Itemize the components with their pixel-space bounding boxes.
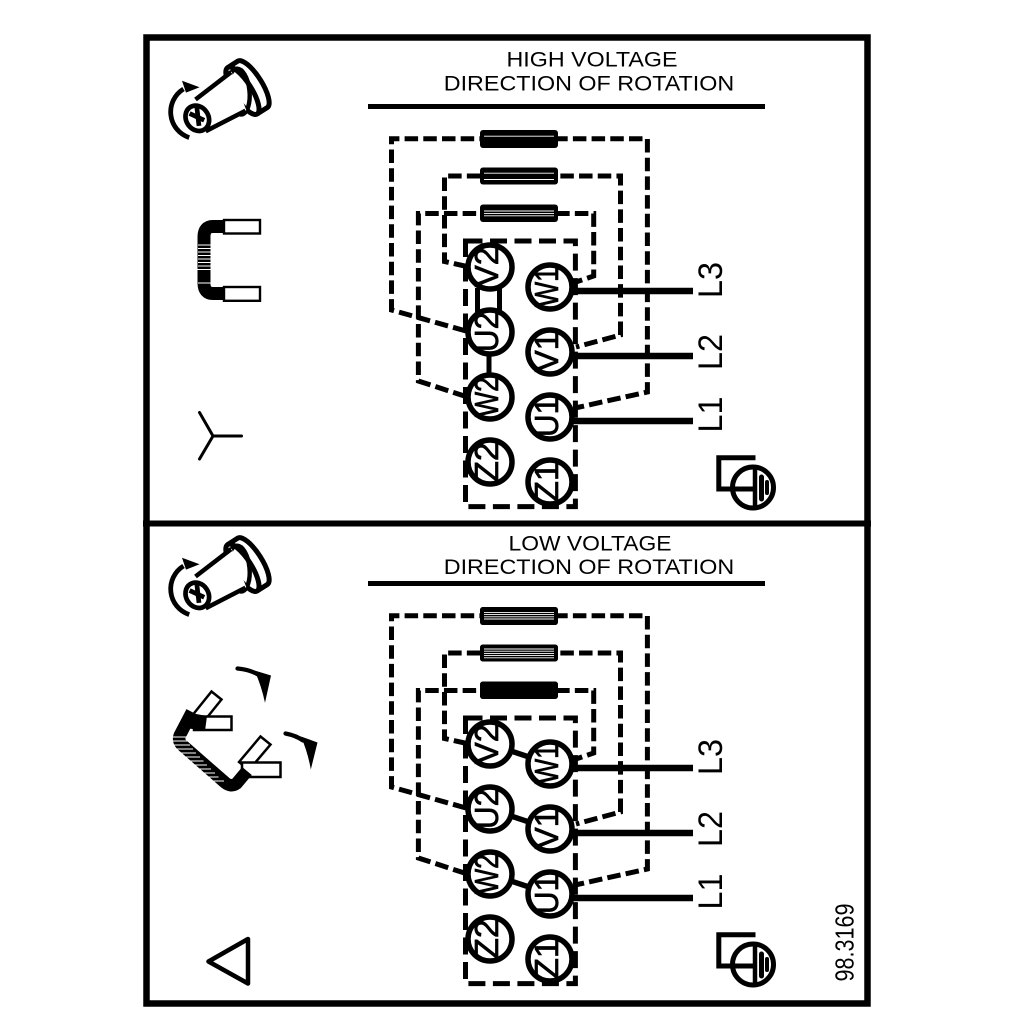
svg-text:V2: V2 xyxy=(468,724,505,764)
svg-text:Z2: Z2 xyxy=(468,442,505,482)
svg-text:U2: U2 xyxy=(468,789,505,829)
svg-text:DIRECTION OF ROTATION: DIRECTION OF ROTATION xyxy=(444,556,735,579)
svg-text:W1: W1 xyxy=(528,267,565,307)
svg-text:DIRECTION OF ROTATION: DIRECTION OF ROTATION xyxy=(444,73,735,96)
svg-text:V2: V2 xyxy=(468,247,505,287)
svg-text:Z1: Z1 xyxy=(528,462,565,502)
svg-text:V1: V1 xyxy=(528,332,565,372)
svg-text:Z1: Z1 xyxy=(528,939,565,979)
svg-text:V1: V1 xyxy=(528,809,565,849)
svg-text:Z2: Z2 xyxy=(468,919,505,959)
svg-text:LOW VOLTAGE: LOW VOLTAGE xyxy=(509,533,672,556)
svg-text:W2: W2 xyxy=(468,377,505,417)
svg-text:98.3169: 98.3169 xyxy=(832,904,860,982)
svg-text:U1: U1 xyxy=(528,874,565,914)
svg-text:U2: U2 xyxy=(468,312,505,352)
svg-text:W1: W1 xyxy=(528,744,565,784)
svg-text:W2: W2 xyxy=(468,854,505,894)
svg-text:HIGH VOLTAGE: HIGH VOLTAGE xyxy=(507,48,678,71)
svg-text:U1: U1 xyxy=(528,397,565,437)
